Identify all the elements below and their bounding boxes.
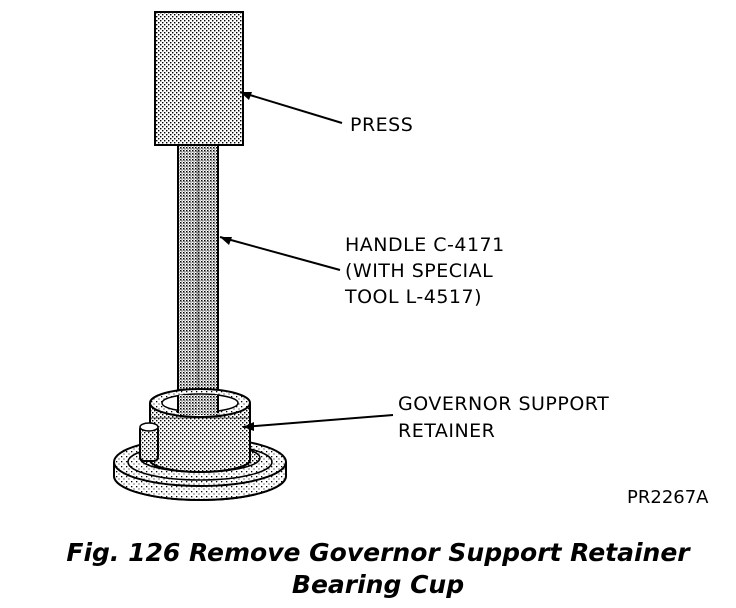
handle-arrowhead xyxy=(220,237,232,245)
press-label: PRESS xyxy=(350,114,413,136)
handle-shaft xyxy=(177,144,219,416)
handle-leader xyxy=(219,236,341,271)
press-ram xyxy=(154,11,244,146)
retainer-cup xyxy=(149,388,251,473)
caption-line1: Fig. 126 Remove Governor Support Retaine… xyxy=(66,538,691,567)
leader-lines xyxy=(219,91,394,431)
handle-label-line2: (WITH SPECIAL xyxy=(345,260,493,282)
press-leader xyxy=(239,91,343,124)
handle-label-line1: HANDLE C-4171 xyxy=(345,234,505,256)
figure-code: PR2267A xyxy=(627,487,709,508)
handle-label-line3: TOOL L-4517) xyxy=(344,286,482,308)
retainer-leader xyxy=(242,414,394,428)
caption-line2: Bearing Cup xyxy=(292,570,464,599)
retainer-label-line2: RETAINER xyxy=(398,420,495,442)
press-arrowhead xyxy=(240,92,252,100)
retainer-lug xyxy=(139,422,159,462)
retainer-label-line1: GOVERNOR SUPPORT xyxy=(398,393,609,415)
retainer-arrowhead xyxy=(243,422,254,431)
